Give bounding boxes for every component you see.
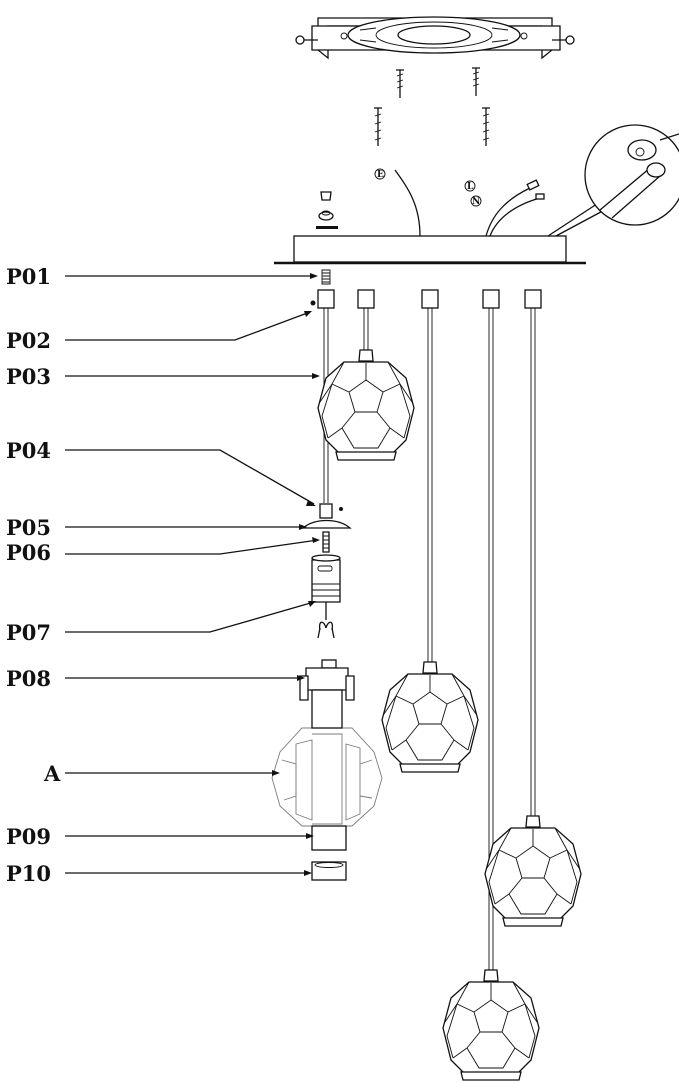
- mounting-bracket-icon: [295, 16, 575, 60]
- label-p07: P07: [6, 620, 51, 645]
- earth-mark: E: [377, 170, 384, 180]
- globe-shade-icon: [317, 349, 582, 1081]
- label-p09: P09: [6, 824, 51, 849]
- socket-icon: [299, 503, 355, 729]
- label-p02: P02: [6, 328, 51, 353]
- label-p08: P08: [6, 666, 51, 691]
- socket-ring-parts: [311, 825, 347, 881]
- label-p10: P10: [6, 861, 51, 886]
- wire-connector-icon: [316, 191, 338, 229]
- zoom-detail-icon: [547, 124, 679, 237]
- label-p06: P06: [6, 540, 51, 565]
- ghost-globe-a: [271, 727, 383, 827]
- leader-lines: [65, 273, 320, 876]
- label-a: A: [43, 761, 61, 786]
- label-p05: P05: [6, 515, 51, 540]
- label-p03: P03: [6, 364, 51, 389]
- neutral-mark: N: [472, 197, 480, 207]
- canopy-wires: E L N: [374, 168, 545, 237]
- label-p04: P04: [6, 438, 51, 463]
- cord-connectors: [310, 269, 542, 309]
- screw-icon: [374, 67, 490, 146]
- canopy-icon: [274, 235, 586, 265]
- live-mark: L: [467, 182, 474, 192]
- label-p01: P01: [6, 264, 51, 289]
